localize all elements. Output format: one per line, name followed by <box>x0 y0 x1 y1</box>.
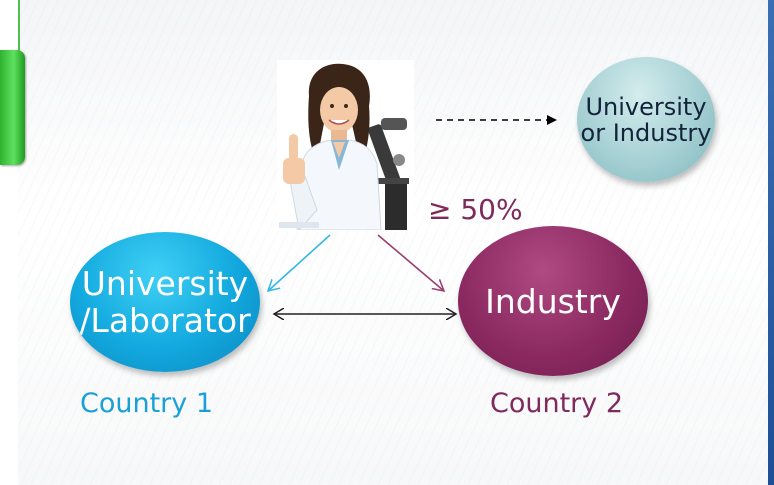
university-or-industry-node: University or Industry <box>577 57 715 182</box>
green-accent-line <box>18 0 20 52</box>
university-or-industry-line1: University <box>585 92 707 121</box>
country-1-label: Country 1 <box>80 388 214 419</box>
right-accent-bar <box>768 0 774 485</box>
scientist-thumbs-up-icon <box>277 60 414 230</box>
country-2-label: Country 2 <box>490 388 624 419</box>
industry-label: Industry <box>485 281 621 321</box>
university-or-industry-line2: or Industry <box>580 118 712 147</box>
arrow-to-university-lab <box>268 234 331 291</box>
green-side-tab[interactable] <box>0 50 25 165</box>
university-lab-line2: /Laborator <box>79 301 251 340</box>
university-lab-line1: University <box>81 264 249 303</box>
scientist-photo <box>277 60 414 230</box>
percentage-label: ≥ 50% <box>428 193 523 226</box>
university-laboratory-node: University /Laborator <box>70 232 260 372</box>
industry-node: Industry <box>458 226 648 376</box>
arrow-to-industry <box>377 234 444 291</box>
